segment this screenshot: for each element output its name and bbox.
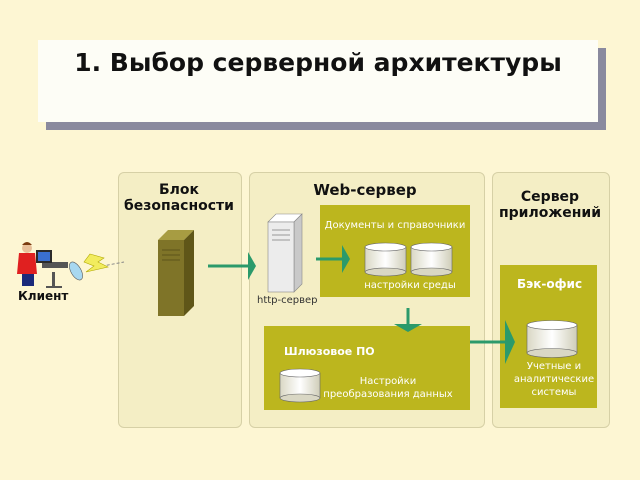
app-server-title-line1: Сервер	[520, 189, 580, 205]
security-server-icon	[158, 230, 194, 316]
client-label: Клиент	[18, 289, 69, 303]
app-server-title-line2: приложений	[498, 205, 602, 221]
gateway-settings-line2: преобразования данных	[323, 389, 453, 400]
gateway-settings-line1: Настройки	[359, 376, 417, 387]
security-title-line1: Блок	[158, 182, 200, 198]
database-icon	[364, 242, 407, 277]
accounting-systems: Учетные и аналитические системы	[500, 360, 608, 399]
http-server-label: http-сервер	[257, 295, 318, 306]
http-server-icon	[267, 213, 303, 293]
person-at-computer-icon	[17, 242, 83, 288]
page-title: 1. Выбор серверной архитектуры	[74, 48, 562, 77]
security-title-line2: безопасности	[124, 198, 234, 214]
security-title: Блок безопасности	[118, 182, 240, 214]
title-box	[38, 40, 598, 122]
gateway-settings: Настройки преобразования данных	[318, 375, 458, 401]
docs-label: Документы и справочники	[324, 220, 466, 231]
app-server-title: Сервер приложений	[492, 189, 608, 221]
database-icon	[526, 320, 578, 358]
accounting-line2: аналитические	[513, 374, 595, 385]
lightning-icon	[83, 253, 109, 273]
arrow-icon	[208, 252, 256, 280]
accounting-line1: Учетные и	[526, 361, 582, 372]
accounting-line3: системы	[531, 387, 577, 398]
backoffice-title: Бэк-офис	[517, 277, 583, 291]
gateway-title: Шлюзовое ПО	[284, 345, 375, 358]
database-icon	[410, 242, 453, 277]
database-icon	[279, 368, 321, 403]
env-settings-label: настройки среды	[364, 280, 456, 291]
arrow-icon	[394, 308, 422, 332]
security-panel	[118, 172, 242, 428]
arrow-icon	[470, 320, 515, 364]
web-server-title: Web-сервер	[313, 181, 417, 199]
arrow-icon	[316, 245, 350, 273]
